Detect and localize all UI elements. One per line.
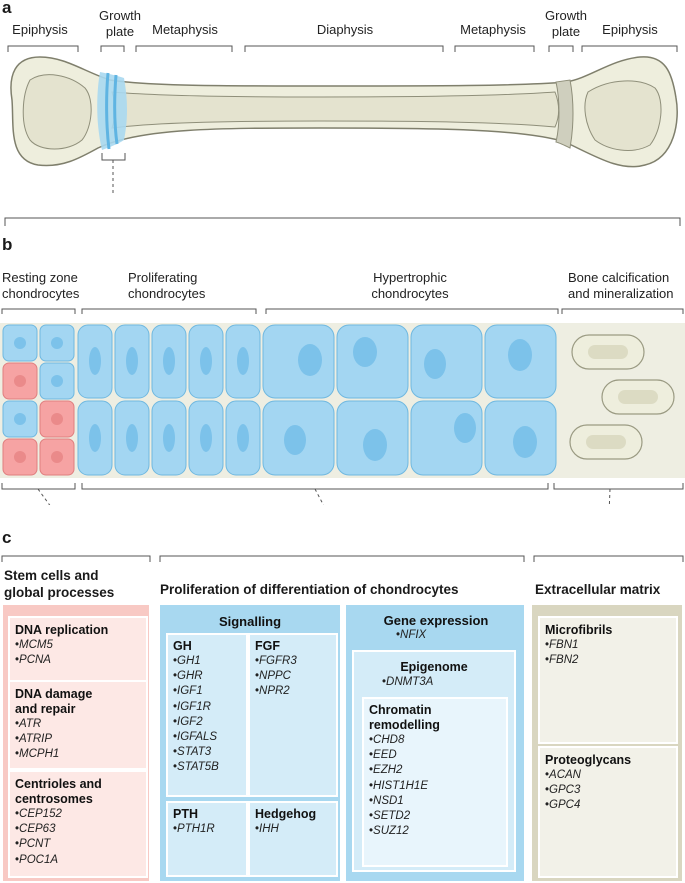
- signalling-title: Signalling: [218, 614, 282, 629]
- fgf-title: FGF: [255, 639, 280, 653]
- gene-npr2: NPR2: [255, 684, 331, 699]
- gene-expression-title: Gene expression: [383, 613, 489, 628]
- gene-ghr: GHR: [173, 669, 241, 684]
- ecm-title: Extracellular matrix: [535, 582, 661, 597]
- gene-acan: ACAN: [545, 768, 671, 783]
- dna-replication-box: DNA replication MCM5 PCNA: [8, 616, 148, 684]
- panel-label-c: c: [2, 528, 12, 547]
- fgf-box: FGF FGFR3 NPPC NPR2: [248, 633, 338, 797]
- proteoglycans-box: Proteoglycans ACAN GPC3 GPC4: [538, 746, 678, 878]
- gene-fbn2: FBN2: [545, 653, 671, 668]
- region-label-epiphysis-left: Epiphysis: [12, 22, 68, 37]
- region-label-metaphysis-left: Metaphysis: [152, 22, 218, 37]
- gene-mcph1: MCPH1: [15, 747, 141, 762]
- gene-hist1h1e: HIST1H1E: [369, 779, 501, 794]
- region-label-metaphysis-right: Metaphysis: [460, 22, 526, 37]
- gene-igf1: IGF1: [173, 684, 241, 699]
- gene-pcna: PCNA: [15, 653, 141, 668]
- gene-igf2: IGF2: [173, 715, 241, 730]
- gene-igfals: IGFALS: [173, 730, 241, 745]
- growth-plate-right: [555, 79, 574, 149]
- dna-replication-title: DNA replication: [15, 623, 109, 637]
- pth-title: PTH: [173, 807, 198, 821]
- centrioles-box: Centrioles and centrosomes CEP152 CEP63 …: [8, 770, 148, 878]
- gene-chd8: CHD8: [369, 733, 501, 748]
- growth-plate-cells: [0, 308, 685, 505]
- microfibrils-box: Microfibrils FBN1 FBN2: [538, 616, 678, 744]
- gene-dnmt3a: DNMT3A: [354, 675, 514, 690]
- gene-cep152: CEP152: [15, 807, 141, 822]
- hedgehog-title: Hedgehog: [255, 807, 317, 821]
- gene-setd2: SETD2: [369, 809, 501, 824]
- gene-pth1r: PTH1R: [173, 822, 241, 837]
- gene-fgfr3: FGFR3: [255, 654, 331, 669]
- gene-pcnt: PCNT: [15, 837, 141, 852]
- growth-plate-left: [97, 72, 127, 150]
- region-label-growth-plate-left: Growth plate: [99, 8, 141, 39]
- gh-title: GH: [173, 639, 192, 653]
- gene-poc1a: POC1A: [15, 853, 141, 868]
- region-label-epiphysis-right: Epiphysis: [602, 22, 658, 37]
- gene-gpc4: GPC4: [545, 798, 671, 813]
- gene-gh1: GH1: [173, 654, 241, 669]
- gene-expression-header: Gene expression NFIX: [356, 613, 516, 643]
- gene-mcm5: MCM5: [15, 638, 141, 653]
- gene-suz12: SUZ12: [369, 824, 501, 839]
- gene-atrip: ATRIP: [15, 732, 141, 747]
- region-brackets: [7, 45, 678, 52]
- zone-label-calcification: Bone calcification and mineralization: [568, 270, 674, 301]
- panel-label-a: a: [2, 0, 12, 17]
- gene-igf1r: IGF1R: [173, 700, 241, 715]
- zone-label-proliferating: Proliferating chondrocytes: [128, 270, 206, 301]
- proteoglycans-title: Proteoglycans: [545, 753, 632, 767]
- gene-cep63: CEP63: [15, 822, 141, 837]
- gene-gpc3: GPC3: [545, 783, 671, 798]
- chromatin-box: Chromatin remodelling CHD8 EED EZH2 HIST…: [362, 697, 508, 867]
- gene-eed: EED: [369, 748, 501, 763]
- gene-fbn1: FBN1: [545, 638, 671, 653]
- hedgehog-box: Hedgehog IHH: [248, 801, 338, 877]
- gene-ezh2: EZH2: [369, 763, 501, 778]
- epigenome-title: Epigenome: [400, 660, 468, 674]
- gene-ihh: IHH: [255, 822, 331, 837]
- region-label-growth-plate-right: Growth plate: [545, 8, 587, 39]
- zone-label-hypertrophic: Hypertrophic chondrocytes: [371, 270, 449, 301]
- centrioles-title: Centrioles and centrosomes: [15, 777, 102, 806]
- dna-damage-title: DNA damage and repair: [15, 687, 93, 716]
- pth-box: PTH PTH1R: [166, 801, 248, 877]
- region-label-diaphysis: Diaphysis: [316, 22, 374, 37]
- dna-damage-box: DNA damage and repair ATR ATRIP MCPH1: [8, 680, 148, 770]
- gene-stat5b: STAT5B: [173, 760, 241, 775]
- microfibrils-title: Microfibrils: [545, 623, 613, 637]
- gene-nppc: NPPC: [255, 669, 331, 684]
- chromatin-title: Chromatin remodelling: [369, 703, 440, 732]
- gene-stat3: STAT3: [173, 745, 241, 760]
- section-c-brackets: [1, 555, 684, 562]
- stem-cells-title: Stem cells and global processes: [4, 568, 115, 600]
- gene-atr: ATR: [15, 717, 141, 732]
- chondrocyte-title: Proliferation of differentiation of chon…: [160, 582, 459, 597]
- panel-label-b: b: [2, 235, 13, 254]
- gene-nsd1: NSD1: [369, 794, 501, 809]
- bone-illustration: [4, 45, 681, 226]
- zone-label-resting: Resting zone chondrocytes: [2, 270, 80, 301]
- gene-nfix: NFIX: [356, 628, 516, 643]
- gh-box: GH GH1 GHR IGF1 IGF1R IGF2 IGFALS STAT3 …: [166, 633, 248, 797]
